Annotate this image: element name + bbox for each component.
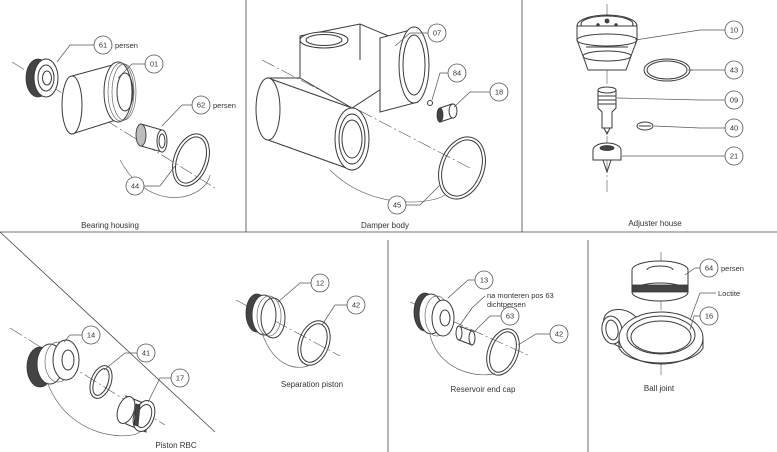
balloon-41: 41	[136, 343, 156, 363]
caption-adjuster-house: Adjuster house	[628, 219, 682, 228]
part-63-plug	[455, 325, 476, 346]
svg-text:84: 84	[453, 69, 461, 78]
part-18-screw	[436, 103, 458, 123]
part-41-ring	[89, 365, 113, 399]
svg-text:44: 44	[131, 182, 139, 191]
svg-text:14: 14	[87, 331, 95, 340]
svg-text:12: 12	[316, 279, 324, 288]
balloon-16: 16	[699, 306, 719, 326]
part-45-oring	[438, 136, 486, 200]
note-persen-61: persen	[115, 41, 138, 50]
balloon-43: 43	[724, 60, 744, 80]
balloon-42-a: 42	[346, 295, 366, 315]
balloon-17: 17	[170, 368, 190, 388]
part-44-oring	[172, 133, 210, 187]
svg-text:01: 01	[150, 60, 158, 69]
svg-text:62: 62	[197, 101, 205, 110]
svg-text:43: 43	[730, 66, 738, 75]
svg-text:07: 07	[433, 29, 441, 38]
separation-piston-view: 12 42 Separation piston	[235, 273, 366, 389]
note-persen-64: persen	[721, 264, 744, 273]
balloon-64: 64	[699, 258, 719, 278]
balloon-63: 63	[500, 306, 520, 326]
part-10-cap	[576, 14, 638, 71]
damper-body-view: 07 84 18 45 Damper body	[255, 23, 509, 230]
caption-ball-joint: Ball joint	[644, 384, 675, 393]
svg-text:42: 42	[555, 330, 563, 339]
reservoir-end-cap-view: 13 na monteren pos 63 dichtpersen 63 42 …	[409, 270, 569, 394]
svg-text:41: 41	[142, 349, 150, 358]
balloon-61: 61	[93, 35, 113, 55]
note-loctite: Loctite	[718, 289, 740, 298]
balloon-09: 09	[724, 90, 744, 110]
part-43-oring	[643, 58, 691, 82]
svg-text:61: 61	[99, 41, 107, 50]
balloon-84: 84	[447, 63, 467, 83]
note-persen-62: persen	[213, 101, 236, 110]
svg-text:13: 13	[480, 276, 488, 285]
svg-text:18: 18	[495, 88, 503, 97]
bearing-housing-view: 61 persen 01 62 persen 44 Bearing housin…	[11, 35, 236, 230]
caption-damper-body: Damper body	[361, 221, 409, 230]
note-mount-line2: dichtpersen	[487, 300, 526, 309]
svg-text:40: 40	[730, 124, 738, 133]
part-64-bearing	[631, 260, 689, 302]
part-17-nut	[116, 395, 156, 433]
svg-text:45: 45	[393, 201, 401, 210]
adjuster-house-view: 10 43 09 40 21 Adjuster house	[576, 4, 744, 228]
balloon-10: 10	[724, 20, 744, 40]
svg-text:42: 42	[352, 301, 360, 310]
svg-text:09: 09	[730, 96, 738, 105]
part-61-bearing	[25, 58, 59, 98]
part-21-knob	[592, 142, 622, 174]
part-09-valve	[597, 86, 617, 136]
balloon-14: 14	[81, 325, 101, 345]
part-12-separation-piston	[245, 293, 286, 339]
caption-reservoir-end-cap: Reservoir end cap	[451, 385, 516, 394]
part-13-end-cap	[413, 292, 455, 337]
balloon-21: 21	[724, 146, 744, 166]
part-84-small-ring	[427, 100, 433, 106]
balloon-44: 44	[125, 176, 145, 196]
balloon-42-b: 42	[549, 324, 569, 344]
part-62-bushing	[135, 123, 168, 153]
balloon-07: 07	[427, 23, 447, 43]
balloon-40: 40	[724, 118, 744, 138]
svg-text:21: 21	[730, 152, 738, 161]
caption-separation-piston: Separation piston	[281, 380, 343, 389]
balloon-18: 18	[489, 82, 509, 102]
balloon-62: 62	[191, 95, 211, 115]
part-16-ball-joint-eye	[601, 309, 704, 365]
part-01-housing	[61, 61, 137, 135]
svg-text:10: 10	[730, 26, 738, 35]
balloon-45: 45	[387, 195, 407, 215]
caption-bearing-housing: Bearing housing	[81, 221, 139, 230]
piston-rbc-view: 14 41 17 Piston RBC	[9, 325, 197, 450]
part-42-oring-b	[486, 328, 520, 376]
balloon-01: 01	[144, 54, 164, 74]
ball-joint-view: 64 persen Loctite 16 Ball joint	[601, 252, 744, 393]
svg-text:63: 63	[506, 312, 514, 321]
caption-piston-rbc: Piston RBC	[155, 441, 197, 450]
balloon-13: 13	[474, 270, 494, 290]
part-14-piston	[26, 339, 80, 388]
balloon-12: 12	[310, 273, 330, 293]
part-40-washer	[636, 121, 654, 131]
svg-text:17: 17	[176, 374, 184, 383]
note-mount-line1: na monteren pos 63	[487, 291, 554, 300]
part-42-oring-a	[297, 320, 331, 366]
svg-text:64: 64	[705, 264, 713, 273]
svg-text:16: 16	[705, 312, 713, 321]
